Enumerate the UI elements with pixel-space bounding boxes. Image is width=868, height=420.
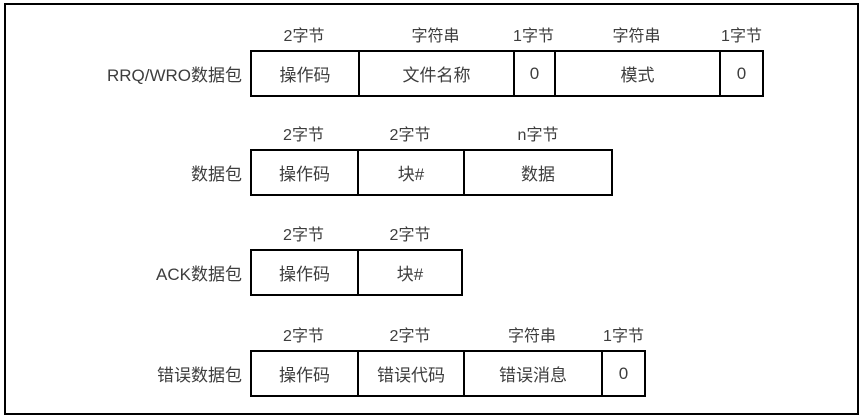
field-size-label: n字节 <box>517 127 559 144</box>
packet-row-label: 数据包 <box>191 165 242 184</box>
field-size-label: 字符串 <box>612 28 661 45</box>
packet-field: 块# <box>359 151 465 194</box>
field-size-label: 2字节 <box>283 28 325 45</box>
packet-row-label: ACK数据包 <box>156 265 242 284</box>
field-size-header-row: 2字节 2字节 字符串 1字节 <box>250 323 646 345</box>
packet-row-label: 错误数据包 <box>157 366 242 385</box>
field-size-label: 1字节 <box>513 28 554 45</box>
field-size-header-row: 2字节 2字节 <box>250 222 463 244</box>
field-size-label: 2字节 <box>389 328 431 345</box>
packet-field: 0 <box>618 363 629 383</box>
field-size-label: 2字节 <box>389 127 431 144</box>
packet-field: 文件名称 <box>360 52 515 95</box>
field-size-label: 2字节 <box>283 227 324 244</box>
packet-row-error: 错误数据包 2字节 2字节 字符串 1字节 操作码 错误代码 错误消息 0 <box>0 328 868 397</box>
packet-row-label: RRQ/WRO数据包 <box>106 66 242 85</box>
packet-field: 错误消息 <box>465 352 603 395</box>
packet-field: 操作码 <box>252 251 359 294</box>
packet-field: 操作码 <box>252 352 359 395</box>
packet-row-rrq-wro: RRQ/WRO数据包 2字节 字符串 1字节 字符串 1字节 操作码 文件名称 … <box>0 28 868 97</box>
field-size-label: 2字节 <box>389 227 431 244</box>
packet-row-ack: ACK数据包 2字节 2字节 操作码 块# <box>0 227 868 296</box>
packet-structure: 操作码 块# <box>250 249 463 296</box>
field-size-label: 1字节 <box>721 28 762 45</box>
packet-field: 模式 <box>556 52 721 95</box>
packet-structure: 操作码 文件名称 0 模式 0 <box>250 50 764 97</box>
packet-field: 操作码 <box>252 52 360 95</box>
field-size-label: 1字节 <box>603 328 644 345</box>
packet-row-data: 数据包 2字节 2字节 n字节 操作码 块# 数据 <box>0 127 868 196</box>
packet-structure: 操作码 错误代码 错误消息 0 <box>250 350 646 397</box>
field-size-label: 2字节 <box>283 328 324 345</box>
field-size-label: 字符串 <box>507 328 556 345</box>
field-size-header-row: 2字节 2字节 n字节 <box>250 122 613 144</box>
packet-field: 0 <box>736 63 747 83</box>
field-size-label: 字符串 <box>411 28 460 45</box>
packet-structure: 操作码 块# 数据 <box>250 149 613 196</box>
packet-field: 操作码 <box>252 151 359 194</box>
packet-field: 数据 <box>521 165 555 184</box>
packet-field: 错误代码 <box>359 352 465 395</box>
field-size-header-row: 2字节 字符串 1字节 字符串 1字节 <box>250 23 764 45</box>
packet-field: 块# <box>396 265 424 284</box>
field-size-label: 2字节 <box>283 127 324 144</box>
packet-field: 0 <box>515 52 556 95</box>
